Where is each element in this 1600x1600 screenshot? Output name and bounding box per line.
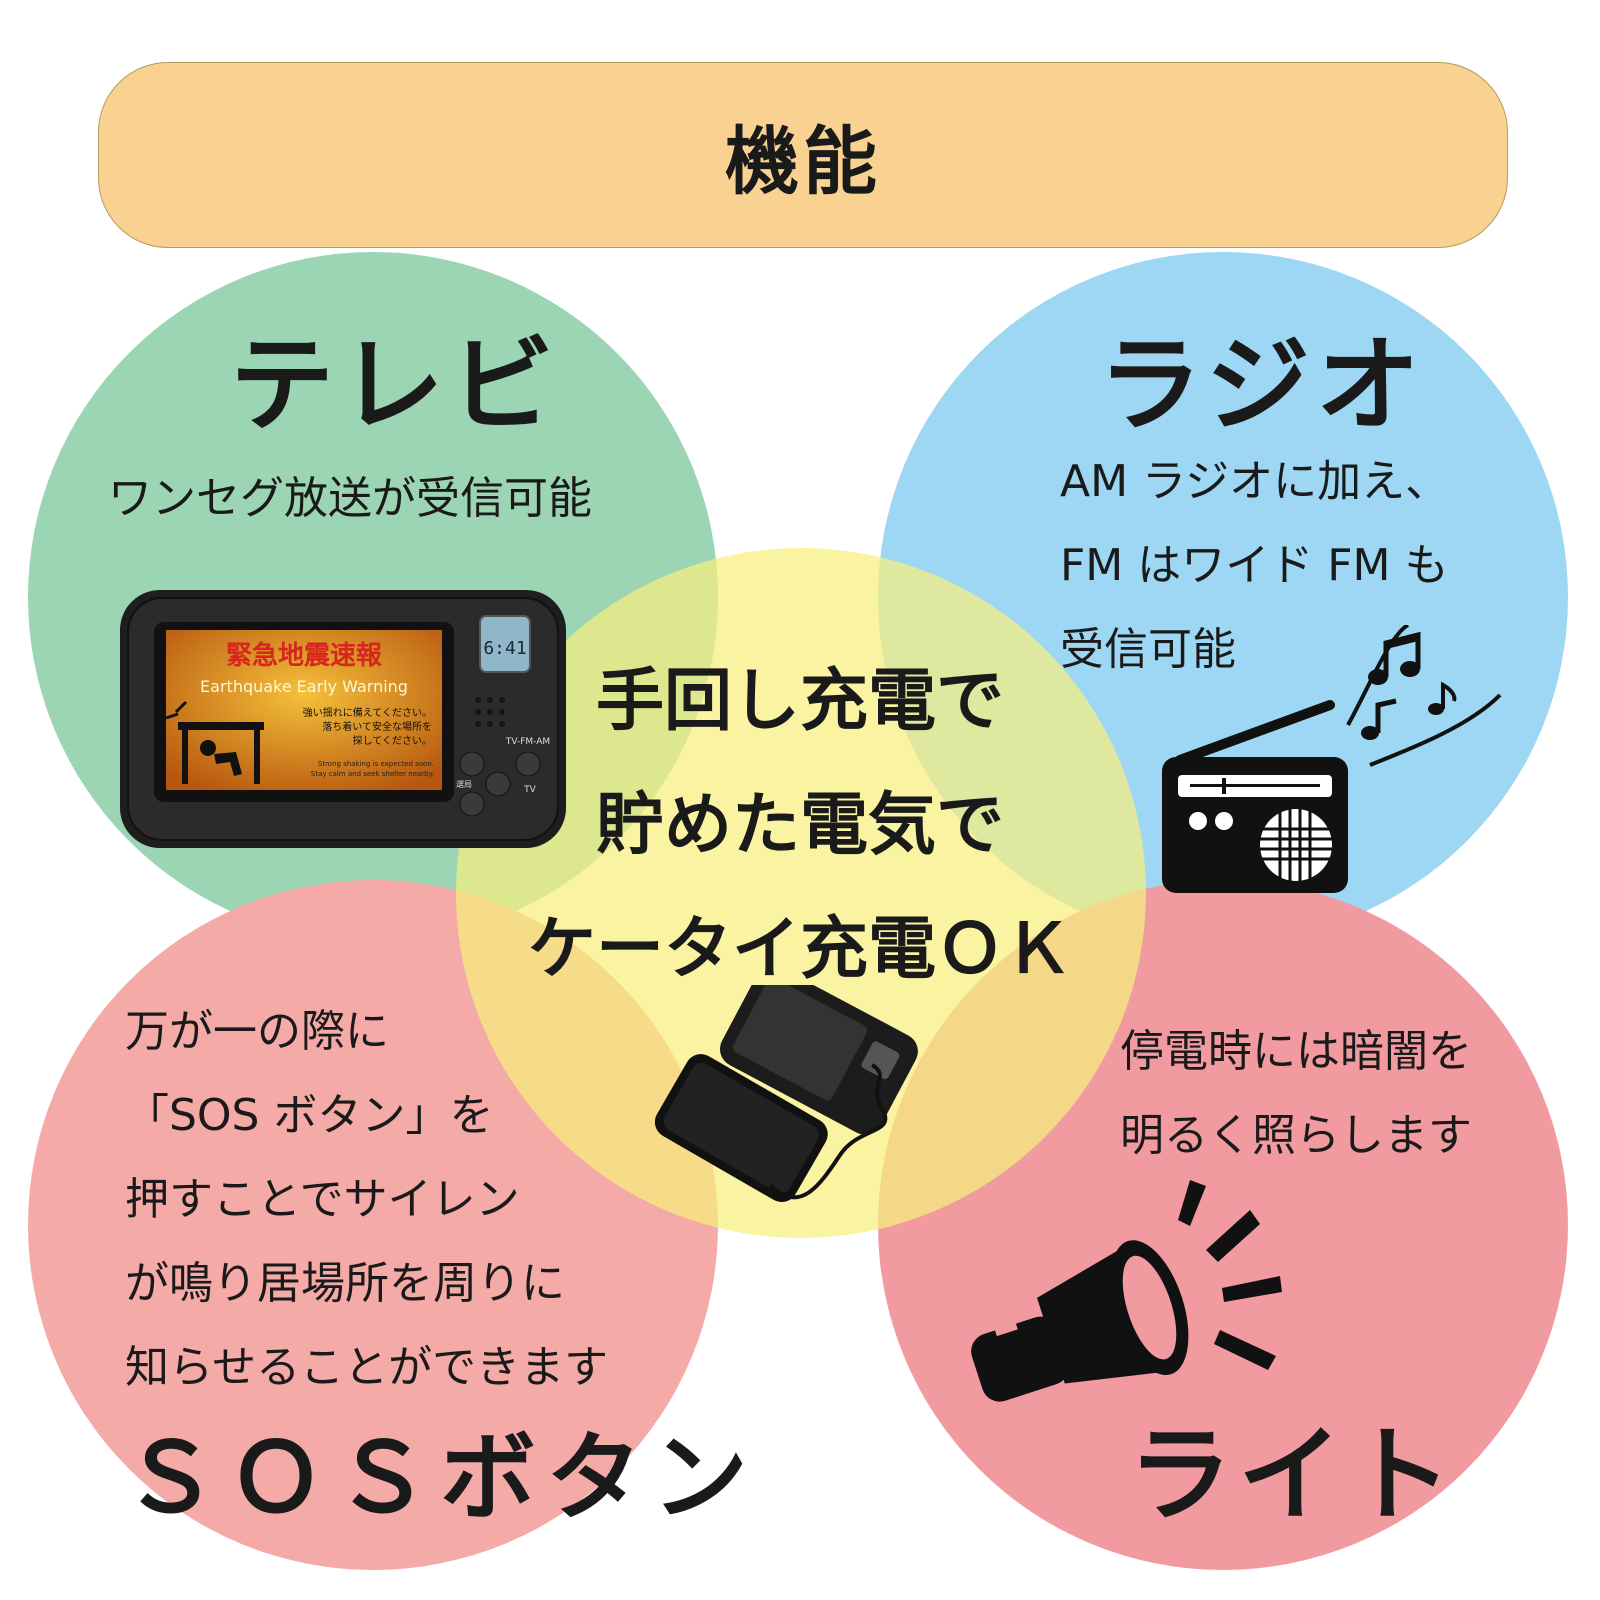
mode-label: TV-FM-AM	[505, 737, 550, 747]
sos-line-4: が鳴り居場所を周りに	[125, 1258, 565, 1309]
tuning-label: 選局	[456, 779, 472, 789]
screen-jp-line3: 探してください。	[353, 734, 432, 747]
screen-jp-line1: 強い揺れに備えてください。	[303, 706, 432, 719]
phone-icon	[654, 1054, 828, 1203]
sos-description: 万が一の際に 「SOS ボタン」を 押すことでサイレン が鳴り居場所を周りに 知…	[125, 990, 608, 1410]
phone-charging-illustration	[654, 985, 918, 1203]
radio-line-1: AM ラジオに加え、	[1060, 456, 1450, 507]
sos-line-3: 押すことでサイレン	[125, 1174, 520, 1225]
tv-description: ワンセグ放送が受信可能	[108, 473, 592, 524]
screen-jp-line2: 落ち着いて安全な場所を	[322, 720, 432, 733]
radio-line-3: 受信可能	[1060, 624, 1236, 675]
center-line-3: ケータイ充電ＯＫ	[527, 910, 1072, 989]
screen-subtitle: Earthquake Early Warning	[200, 677, 408, 696]
light-line-2: 明るく照らします	[1120, 1110, 1472, 1161]
flashlight-icon	[971, 1180, 1282, 1402]
tv-device-illustration: 緊急地震速報 Earthquake Early Warning 強い揺れに備えて…	[120, 590, 566, 848]
music-notes-icon	[1346, 625, 1502, 767]
light-title: ライト	[1128, 1414, 1459, 1536]
charging-cable-icon	[768, 1063, 888, 1200]
screen-en-line1: Strong shaking is expected soon.	[318, 760, 434, 768]
radio-line-2: FM はワイド FM も	[1060, 540, 1449, 591]
page-title: 機能	[725, 118, 881, 205]
light-line-1: 停電時には暗闇を	[1120, 1026, 1472, 1077]
lcd-readout: 6:41	[483, 638, 526, 659]
sos-line-5: 知らせることができます	[125, 1342, 609, 1393]
sos-title: ＳＯＳボタン	[122, 1422, 758, 1534]
center-message: 手回し充電で 貯めた電気で ケータイ充電ＯＫ	[520, 640, 1080, 1012]
center-line-1: 手回し充電で	[595, 662, 1004, 741]
sos-line-1: 万が一の際に	[125, 1006, 389, 1057]
center-line-2: 貯めた電気で	[595, 786, 1004, 865]
light-description: 停電時には暗闇を 明るく照らします	[1120, 1010, 1472, 1178]
header-banner: 機能	[98, 62, 1508, 248]
sos-line-2: 「SOS ボタン」を	[125, 1090, 494, 1141]
tv-title: テレビ	[230, 324, 561, 446]
radio-icon	[1162, 625, 1502, 893]
radio-title: ラジオ	[1098, 324, 1426, 446]
radio-description: AM ラジオに加え、 FM はワイド FM も 受信可能	[1060, 440, 1449, 692]
shelter-pictogram	[165, 700, 264, 784]
screen-headline: 緊急地震速報	[226, 641, 383, 671]
screen-en-line2: Stay calm and seek shelter nearby.	[311, 770, 434, 778]
tv-label: TV	[523, 785, 536, 795]
